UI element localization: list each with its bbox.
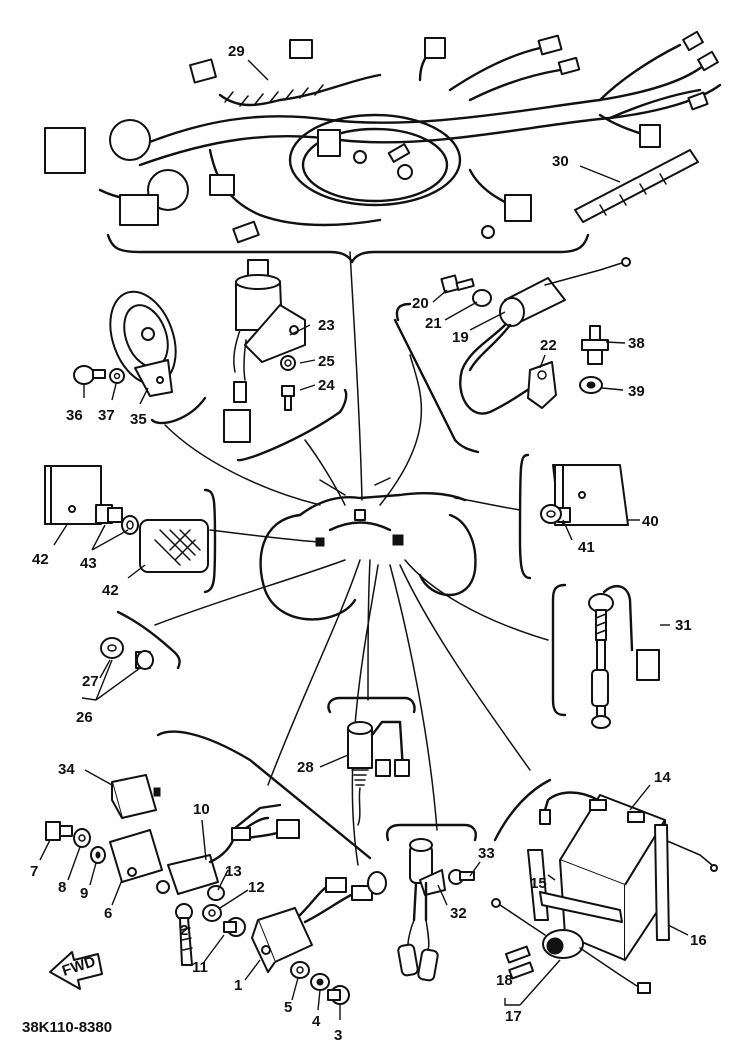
nut[interactable]: [280, 355, 296, 371]
callout-11: 11: [192, 959, 208, 976]
bolt[interactable]: [327, 985, 350, 1005]
callout-12: 12: [248, 879, 265, 896]
callout-18: 18: [496, 972, 513, 989]
callout-2: 2: [180, 922, 188, 939]
callout-22: 22: [540, 337, 557, 354]
callout-4: 4: [312, 1013, 321, 1030]
callout-32: 32: [450, 905, 467, 922]
callout-36: 36: [66, 407, 83, 424]
callout-27: 27: [82, 673, 99, 690]
callout-33: 33: [478, 845, 495, 862]
washer[interactable]: [202, 904, 222, 922]
callout-labels: 29 30 23 25 24 35 36 37 20 21 19 22 38 3…: [30, 43, 707, 1043]
callout-38: 38: [628, 335, 645, 352]
callout-7: 7: [30, 863, 38, 880]
callout-8: 8: [58, 879, 66, 896]
ignition-coil[interactable]: [459, 257, 631, 415]
relay[interactable]: [109, 829, 163, 883]
battery-band[interactable]: [527, 849, 623, 923]
battery[interactable]: [539, 791, 718, 961]
gasket[interactable]: [100, 637, 124, 659]
washer[interactable]: [90, 846, 106, 864]
reflector[interactable]: [44, 465, 102, 525]
bolt[interactable]: [440, 274, 475, 294]
callout-42-mid: 42: [102, 582, 119, 599]
callout-26: 26: [76, 709, 93, 726]
gasket[interactable]: [579, 376, 603, 394]
spark-plug-lead[interactable]: [347, 720, 410, 826]
callout-10: 10: [193, 801, 210, 818]
horn[interactable]: [98, 283, 187, 397]
sidestand-switch[interactable]: [588, 584, 660, 729]
ignitor-unit[interactable]: [251, 871, 387, 973]
callout-24: 24: [318, 377, 335, 394]
callout-28: 28: [297, 759, 314, 776]
callout-13: 13: [225, 863, 242, 880]
callout-25: 25: [318, 353, 335, 370]
callout-39: 39: [628, 383, 645, 400]
callout-19: 19: [452, 329, 469, 346]
washer[interactable]: [310, 973, 330, 991]
leader-curves: [154, 251, 549, 866]
wire-harness[interactable]: [44, 30, 722, 264]
screw[interactable]: [448, 869, 475, 885]
callout-21: 21: [425, 315, 442, 332]
bolt[interactable]: [73, 365, 106, 385]
collar[interactable]: [472, 289, 492, 307]
callout-30: 30: [552, 153, 569, 170]
thermo-switch[interactable]: [581, 325, 609, 365]
condenser[interactable]: [397, 838, 446, 982]
fuse-holder[interactable]: [491, 898, 651, 994]
callout-43: 43: [80, 555, 97, 572]
fuse[interactable]: [504, 945, 535, 980]
washer[interactable]: [73, 828, 91, 848]
bolt[interactable]: [223, 917, 246, 937]
callout-29: 29: [228, 43, 245, 60]
washer[interactable]: [290, 961, 310, 979]
callout-1: 1: [234, 977, 242, 994]
group-brackets: [116, 302, 567, 860]
callout-40: 40: [642, 513, 659, 530]
bolt[interactable]: [175, 903, 193, 966]
washer[interactable]: [109, 368, 125, 384]
callout-14: 14: [654, 769, 671, 786]
spark-plug-cap[interactable]: [527, 361, 557, 409]
collar[interactable]: [207, 885, 225, 901]
reflector[interactable]: [139, 519, 209, 573]
reflector-washer[interactable]: [121, 515, 139, 535]
bolt[interactable]: [45, 821, 73, 841]
callout-20: 20: [412, 295, 429, 312]
frame-outline: [259, 477, 477, 621]
reflector-nut[interactable]: [95, 504, 123, 524]
callout-31: 31: [675, 617, 692, 634]
bolt[interactable]: [281, 385, 295, 411]
callout-6: 6: [104, 905, 112, 922]
main-switch[interactable]: [223, 259, 306, 443]
forward-arrow-icon: FWD: [49, 951, 103, 990]
callout-34: 34: [58, 761, 75, 778]
cable-tie[interactable]: [574, 149, 699, 223]
drawing-code: 38K110-8380: [22, 1019, 112, 1036]
callout-9: 9: [80, 885, 88, 902]
callout-leaders: [39, 59, 689, 1020]
callout-16: 16: [690, 932, 707, 949]
breather-pipe[interactable]: [654, 824, 670, 941]
neutral-switch[interactable]: [135, 650, 154, 670]
callout-5: 5: [284, 999, 292, 1016]
callout-3: 3: [334, 1027, 342, 1043]
relay[interactable]: [111, 774, 161, 819]
reflector[interactable]: [552, 464, 629, 526]
callout-42-left: 42: [32, 551, 49, 568]
flasher-relay[interactable]: [156, 803, 300, 895]
callout-41: 41: [578, 539, 595, 556]
callout-35: 35: [130, 411, 147, 428]
callout-23: 23: [318, 317, 335, 334]
callout-17: 17: [505, 1008, 522, 1025]
callout-15: 15: [530, 875, 547, 892]
reflector-nut[interactable]: [540, 504, 562, 524]
callout-37: 37: [98, 407, 115, 424]
